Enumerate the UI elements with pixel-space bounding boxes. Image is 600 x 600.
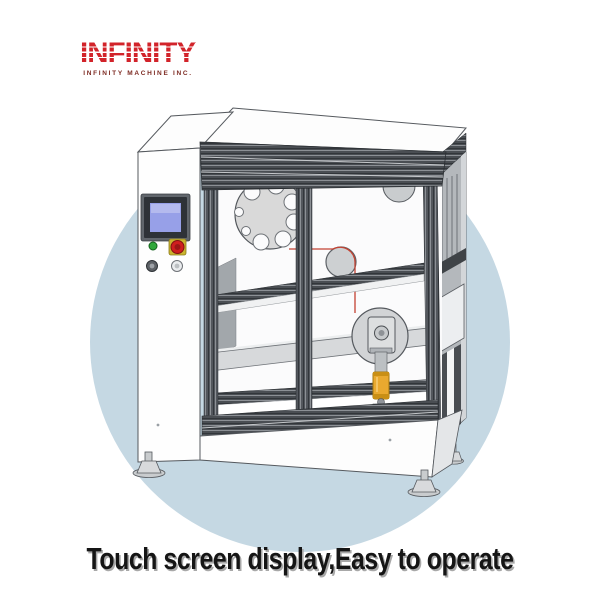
wire-rope — [332, 246, 356, 313]
machine-base — [199, 399, 463, 478]
control-cabinet — [137, 147, 201, 463]
main-pulley — [351, 307, 409, 365]
leveling-foot-left — [132, 451, 166, 478]
power-indicator-light — [148, 241, 158, 251]
leveling-foot-right — [407, 469, 441, 497]
top-rail-assembly — [199, 141, 447, 191]
brand-name: INFINITY — [80, 35, 197, 70]
guide-pulley — [325, 246, 357, 278]
brand-logo: INFINITY INFINITY MACHINE INC. — [76, 37, 200, 77]
machine-right-side — [437, 151, 467, 445]
touch-screen[interactable] — [150, 203, 181, 232]
brand-subtitle: INFINITY MACHINE INC. — [83, 70, 193, 77]
caption-text: Touch screen display,Easy to operate — [86, 541, 514, 576]
